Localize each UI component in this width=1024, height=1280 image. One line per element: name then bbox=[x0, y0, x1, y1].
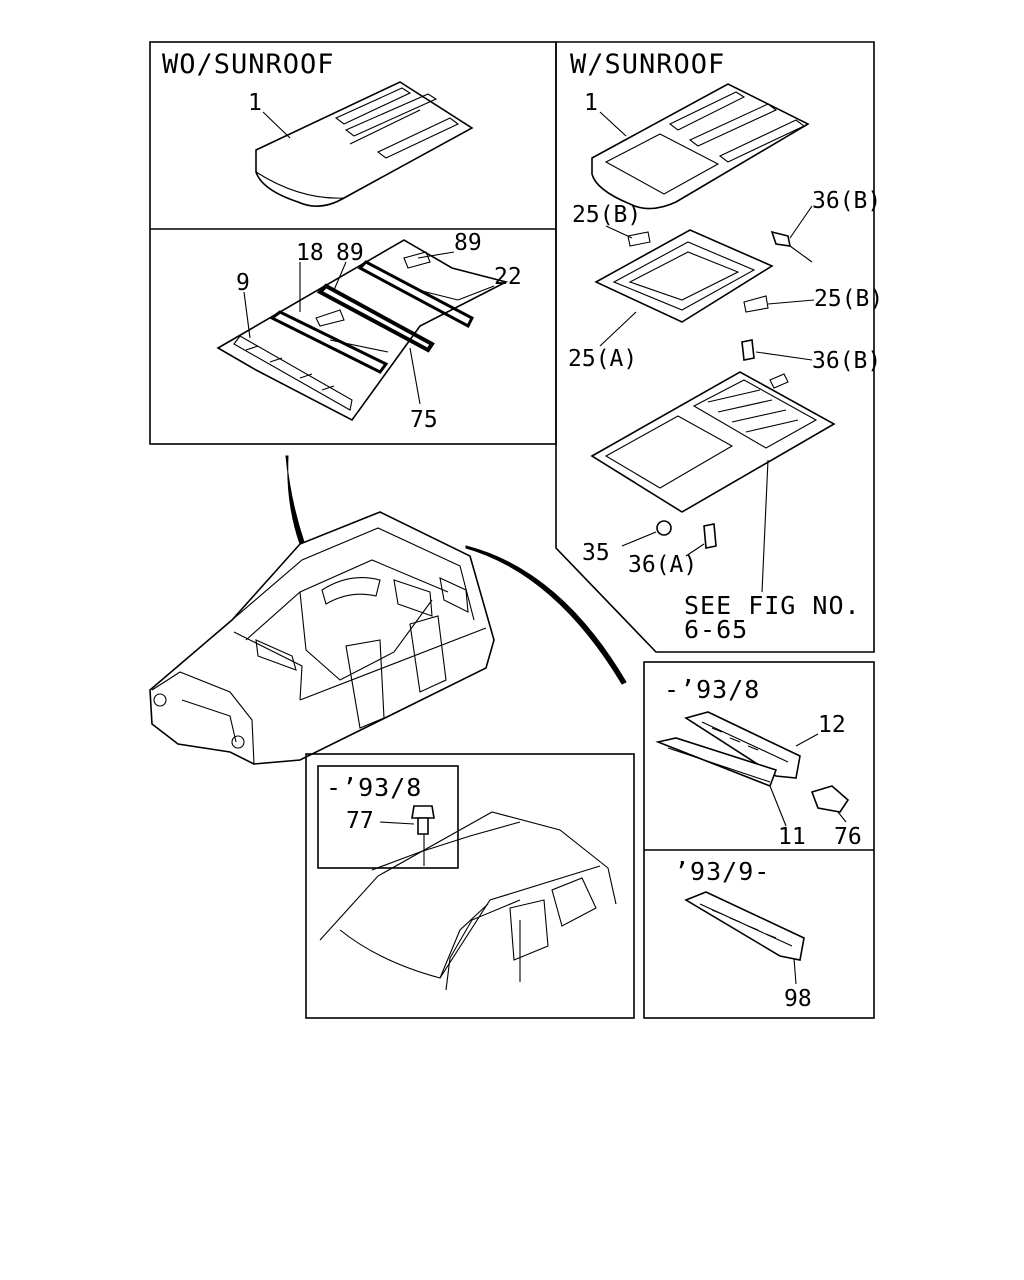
panel-w-sunroof: W/SUNROOF 1 25(B) bbox=[555, 41, 883, 653]
leader-line bbox=[685, 543, 705, 557]
clip-icon bbox=[810, 785, 850, 813]
vehicle-body-illustration bbox=[149, 455, 627, 765]
leader-line bbox=[795, 733, 819, 747]
leader-line bbox=[409, 347, 421, 405]
roof-panel-illustration bbox=[255, 81, 474, 207]
date-range-label: -’93/8 bbox=[664, 675, 760, 704]
leader-line bbox=[605, 225, 633, 239]
leader-line bbox=[243, 291, 251, 339]
reference-note: SEE FIG NO. bbox=[684, 591, 861, 620]
callout-9: 9 bbox=[236, 270, 250, 296]
leader-line bbox=[457, 285, 495, 301]
pointer-arc bbox=[285, 455, 305, 545]
callout-25b: 25(B) bbox=[814, 286, 883, 312]
leader-line bbox=[767, 299, 815, 305]
panel-title-wo-sunroof: WO/SUNROOF bbox=[162, 49, 335, 80]
leader-line bbox=[793, 957, 797, 985]
callout-22: 22 bbox=[494, 264, 522, 290]
leader-line bbox=[789, 205, 813, 239]
callout-25a: 25(A) bbox=[568, 346, 637, 372]
callout-1: 1 bbox=[584, 90, 598, 116]
callout-76: 76 bbox=[834, 824, 862, 850]
callout-89: 89 bbox=[454, 230, 482, 256]
panel-roof-rack: -’93/8 77 bbox=[305, 753, 635, 1019]
leader-line bbox=[417, 251, 455, 259]
panel-gutter-late: ’93/9- 98 bbox=[674, 857, 812, 1012]
callout-36b: 36(B) bbox=[812, 188, 881, 214]
panel-w-sunroof-frame bbox=[555, 41, 875, 653]
callout-36b: 36(B) bbox=[812, 348, 881, 374]
leader-line bbox=[761, 459, 769, 593]
callout-89: 89 bbox=[336, 240, 364, 266]
callout-75: 75 bbox=[410, 407, 438, 433]
callout-11: 11 bbox=[778, 824, 806, 850]
sunroof-trim-illustration bbox=[590, 371, 836, 513]
date-range-label: ’93/9- bbox=[674, 857, 770, 886]
leader-line bbox=[789, 245, 813, 263]
inset-frame bbox=[317, 765, 459, 869]
panel-wo-sunroof: WO/SUNROOF 1 bbox=[149, 41, 557, 445]
reference-note-figure: 6-65 bbox=[684, 615, 748, 644]
bolt-icon bbox=[411, 805, 435, 835]
callout-18: 18 bbox=[296, 240, 324, 266]
callout-36a: 36(A) bbox=[628, 552, 697, 578]
panel-roof-rack-frame bbox=[305, 753, 635, 1019]
panel-gutter-frame bbox=[643, 661, 875, 1019]
bolt-icon bbox=[703, 523, 717, 549]
callout-35: 35 bbox=[582, 540, 610, 566]
leader-line bbox=[379, 821, 415, 825]
callout-25b: 25(B) bbox=[572, 202, 641, 228]
leader-line bbox=[837, 811, 847, 823]
leader-line bbox=[599, 111, 627, 137]
leader-line bbox=[333, 261, 347, 291]
panel-title-w-sunroof: W/SUNROOF bbox=[570, 49, 725, 80]
bolt-icon bbox=[770, 230, 792, 247]
bolt-icon bbox=[741, 339, 755, 361]
panel-gutter-early: -’93/8 12 11 76 bbox=[643, 661, 875, 1019]
roof-bows-illustration bbox=[216, 239, 509, 422]
leader-line bbox=[769, 785, 787, 827]
leader-line bbox=[755, 351, 813, 361]
callout-12: 12 bbox=[818, 712, 846, 738]
callout-77: 77 bbox=[346, 808, 374, 834]
callout-98: 98 bbox=[784, 986, 812, 1012]
molding-illustration bbox=[684, 891, 805, 961]
roof-panel-sunroof-illustration bbox=[591, 83, 810, 210]
callout-1: 1 bbox=[248, 90, 262, 116]
sunroof-frame-illustration bbox=[594, 229, 774, 323]
roof-outline-illustration bbox=[319, 811, 617, 991]
leader-line bbox=[599, 311, 637, 347]
molding-illustration bbox=[655, 711, 801, 788]
pointer-arc bbox=[465, 545, 627, 685]
date-range-label: -’93/8 bbox=[326, 773, 422, 802]
leader-line bbox=[262, 111, 291, 139]
leader-line bbox=[621, 531, 657, 547]
nut-icon bbox=[656, 520, 672, 536]
